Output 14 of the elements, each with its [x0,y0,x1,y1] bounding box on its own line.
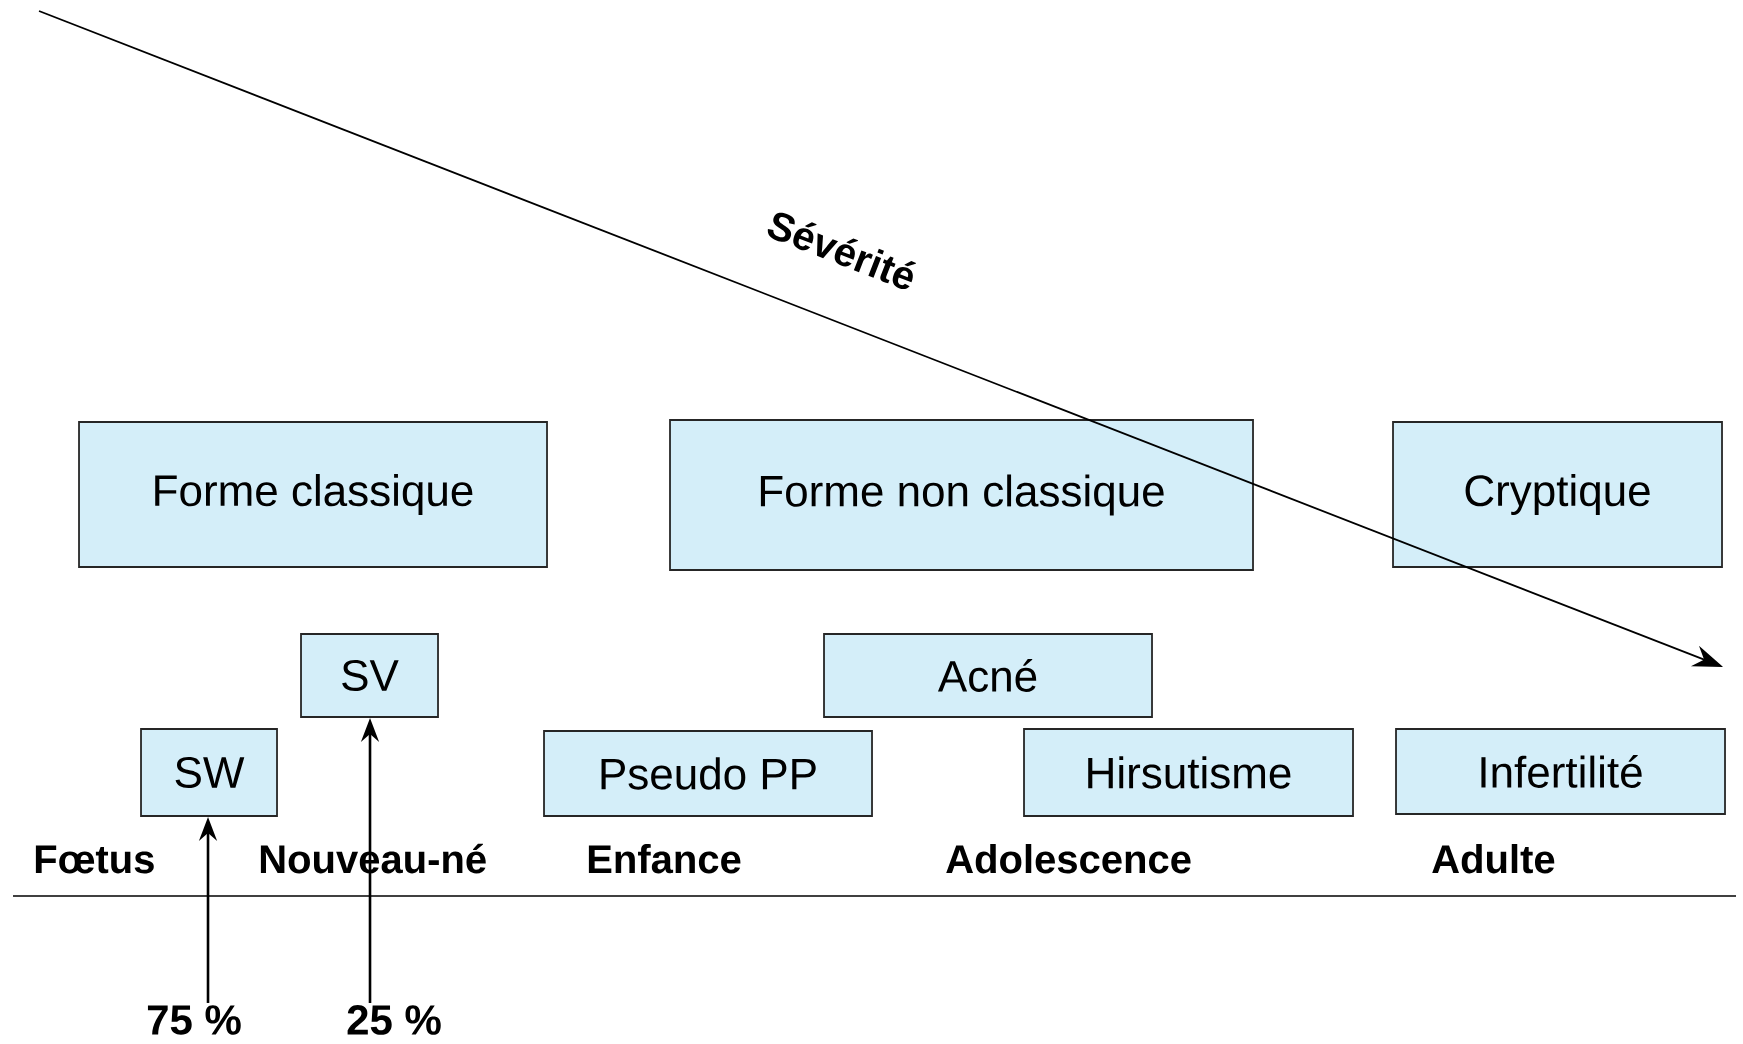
percentage-label: 75 % [147,1005,241,1035]
label-box: Forme classique [78,421,548,568]
stage-label: Adolescence [946,844,1191,874]
label-box: Infertilité [1395,728,1726,815]
label-box: Hirsutisme [1023,728,1354,817]
stage-label: Adulte [1432,844,1555,874]
label-box: SV [300,633,439,718]
label-box: Forme non classique [669,419,1254,571]
label-box: Cryptique [1392,421,1723,568]
label-box: SW [140,728,278,817]
percentage-label: 25 % [347,1005,441,1035]
label-box: Pseudo PP [543,730,873,817]
label-box: Acné [823,633,1153,718]
stage-label: Fœtus [35,845,154,874]
